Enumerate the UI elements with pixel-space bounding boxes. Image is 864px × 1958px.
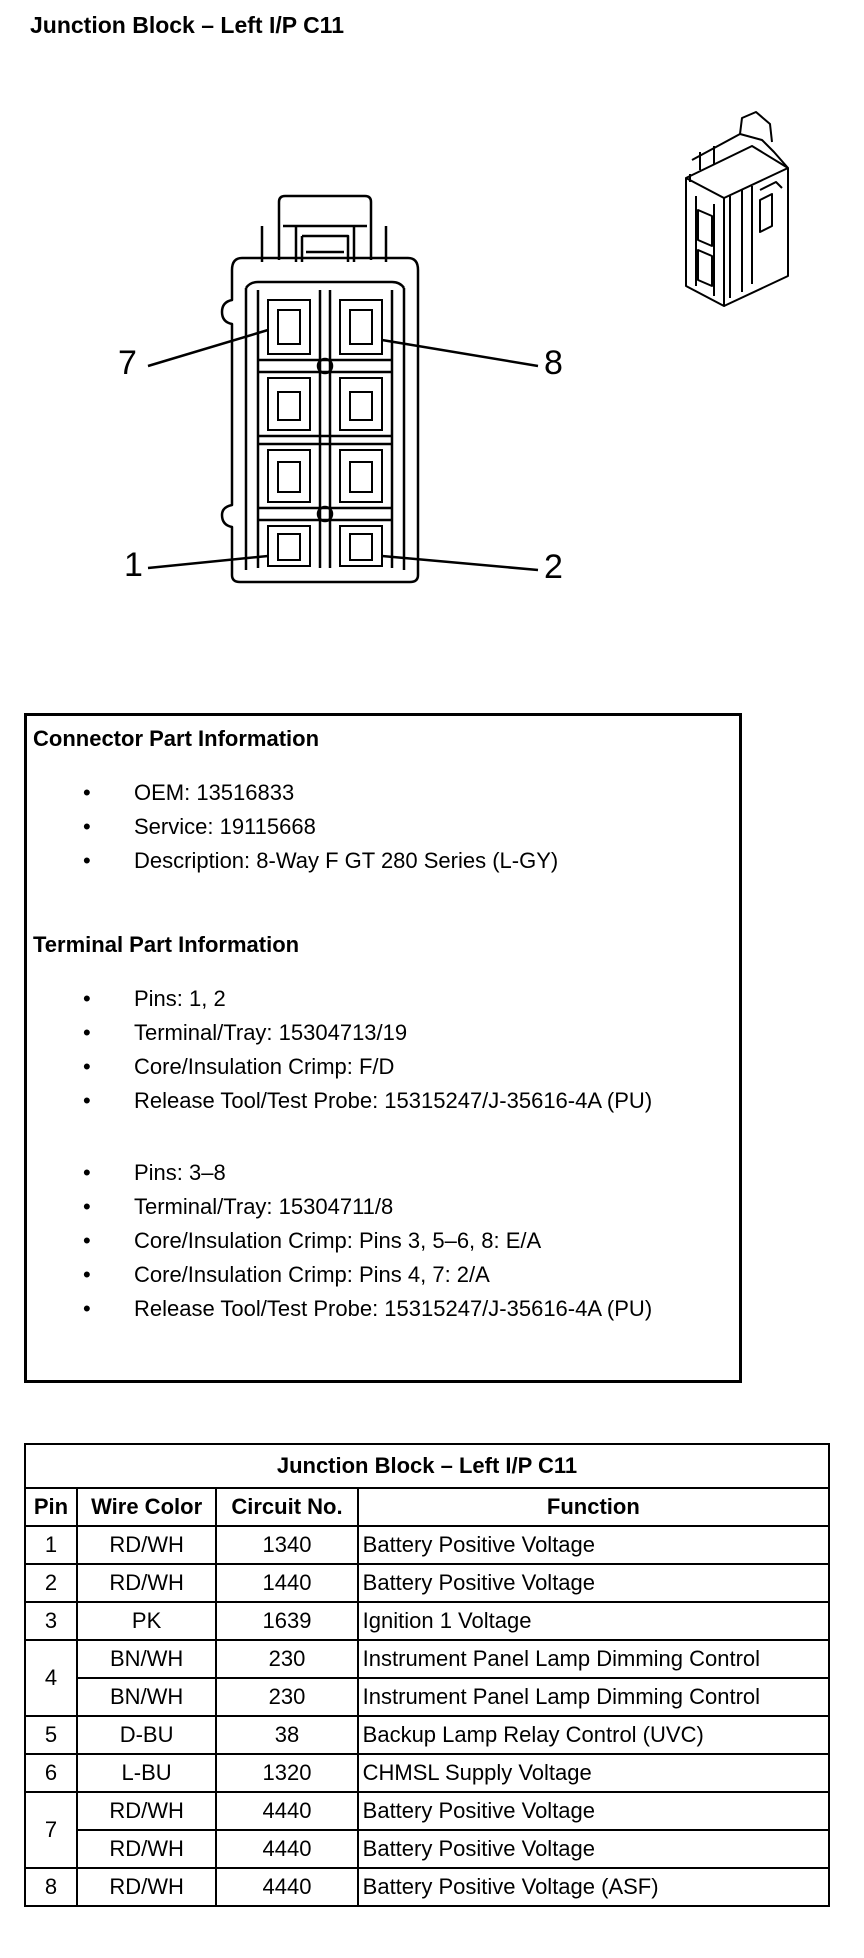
function-cell: Battery Positive Voltage (ASF) [356, 1867, 831, 1907]
circuit-cell: 4440 [215, 1791, 359, 1831]
pin-cell: 4 [24, 1639, 78, 1717]
part-information-box: Connector Part Information OEM: 13516833… [24, 713, 742, 1383]
circuit-cell: 1639 [215, 1601, 359, 1641]
function-cell: Battery Positive Voltage [356, 1791, 831, 1831]
table-row: 1 RD/WH 1340 Battery Positive Voltage [24, 1525, 831, 1565]
function-cell: Battery Positive Voltage [356, 1829, 831, 1869]
list-item: Pins: 3–8 [27, 1156, 652, 1190]
list-item: Service: 19115668 [27, 810, 558, 844]
table-row: 3 PK 1639 Ignition 1 Voltage [24, 1601, 831, 1641]
list-item: Terminal/Tray: 15304711/8 [27, 1190, 652, 1224]
pin-label-8: 8 [544, 344, 563, 382]
terminal-info-group-2: Pins: 3–8 Terminal/Tray: 15304711/8 Core… [27, 1156, 652, 1326]
circuit-cell: 230 [215, 1677, 359, 1717]
circuit-cell: 4440 [215, 1829, 359, 1869]
pin-cell: 3 [24, 1601, 78, 1641]
function-cell: Ignition 1 Voltage [356, 1601, 831, 1641]
terminal-info-heading: Terminal Part Information [33, 932, 300, 957]
pin-cell: 5 [24, 1715, 78, 1755]
table-row: BN/WH 230 Instrument Panel Lamp Dimming … [25, 1677, 831, 1717]
table-row: RD/WH 4440 Battery Positive Voltage [25, 1829, 831, 1869]
connector-face-diagram [147, 194, 539, 584]
list-item: Description: 8-Way F GT 280 Series (L-GY… [27, 844, 558, 878]
wire-cell: RD/WH [75, 1867, 218, 1907]
list-item: Terminal/Tray: 15304713/19 [27, 1016, 652, 1050]
pin-cell: 8 [24, 1867, 78, 1907]
wire-cell: RD/WH [75, 1525, 218, 1565]
header-pin: Pin [24, 1487, 78, 1527]
circuit-cell: 1320 [215, 1753, 359, 1793]
list-item: Core/Insulation Crimp: Pins 3, 5–6, 8: E… [27, 1224, 652, 1258]
table-row: 2 RD/WH 1440 Battery Positive Voltage [24, 1563, 831, 1603]
wire-cell: RD/WH [75, 1563, 218, 1603]
table-row: 8 RD/WH 4440 Battery Positive Voltage (A… [24, 1867, 831, 1907]
connector-info-list: OEM: 13516833 Service: 19115668 Descript… [27, 776, 558, 878]
pin-label-2: 2 [544, 548, 563, 586]
pin-label-1: 1 [124, 546, 143, 584]
header-function: Function [356, 1487, 831, 1527]
list-item: Release Tool/Test Probe: 15315247/J-3561… [27, 1292, 652, 1326]
list-item: Pins: 1, 2 [27, 982, 652, 1016]
wire-cell: RD/WH [75, 1791, 218, 1831]
list-item: Core/Insulation Crimp: F/D [27, 1050, 652, 1084]
function-cell: Backup Lamp Relay Control (UVC) [356, 1715, 831, 1755]
table-row: 4 BN/WH 230 Instrument Panel Lamp Dimmin… [24, 1639, 831, 1717]
pin-cell: 6 [24, 1753, 78, 1793]
terminal-info-group-1: Pins: 1, 2 Terminal/Tray: 15304713/19 Co… [27, 982, 652, 1118]
pin-cell: 7 [24, 1791, 78, 1869]
circuit-cell: 1340 [215, 1525, 359, 1565]
table-row: 5 D-BU 38 Backup Lamp Relay Control (UVC… [24, 1715, 831, 1755]
list-item: OEM: 13516833 [27, 776, 558, 810]
connector-info-heading: Connector Part Information [33, 726, 320, 751]
wire-cell: L-BU [75, 1753, 218, 1793]
table-row: 6 L-BU 1320 CHMSL Supply Voltage [24, 1753, 831, 1793]
list-item: Core/Insulation Crimp: Pins 4, 7: 2/A [27, 1258, 652, 1292]
circuit-cell: 4440 [215, 1867, 359, 1907]
wire-cell: RD/WH [75, 1829, 218, 1869]
wire-cell: D-BU [75, 1715, 218, 1755]
wire-cell: PK [75, 1601, 218, 1641]
wire-cell: BN/WH [75, 1639, 218, 1679]
pinout-table: Junction Block – Left I/P C11 Pin Wire C… [24, 1443, 831, 1907]
function-cell: CHMSL Supply Voltage [356, 1753, 831, 1793]
pin-label-7: 7 [118, 344, 137, 382]
function-cell: Battery Positive Voltage [356, 1563, 831, 1603]
circuit-cell: 230 [215, 1639, 359, 1679]
wire-cell: BN/WH [75, 1677, 218, 1717]
header-wire-color: Wire Color [75, 1487, 218, 1527]
list-item: Release Tool/Test Probe: 15315247/J-3561… [27, 1084, 652, 1118]
function-cell: Instrument Panel Lamp Dimming Control [356, 1677, 831, 1717]
pin-cell: 1 [24, 1525, 78, 1565]
table-row: 7 RD/WH 4440 Battery Positive Voltage [24, 1791, 831, 1869]
table-header-row: Pin Wire Color Circuit No. Function [24, 1487, 831, 1527]
pin-cell: 2 [24, 1563, 78, 1603]
header-circuit-no: Circuit No. [215, 1487, 359, 1527]
circuit-cell: 1440 [215, 1563, 359, 1603]
function-cell: Battery Positive Voltage [356, 1525, 831, 1565]
page-title: Junction Block – Left I/P C11 [30, 12, 344, 38]
function-cell: Instrument Panel Lamp Dimming Control [356, 1639, 831, 1679]
connector-isometric-diagram [685, 111, 789, 307]
table-title: Junction Block – Left I/P C11 [24, 1443, 830, 1489]
circuit-cell: 38 [215, 1715, 359, 1755]
